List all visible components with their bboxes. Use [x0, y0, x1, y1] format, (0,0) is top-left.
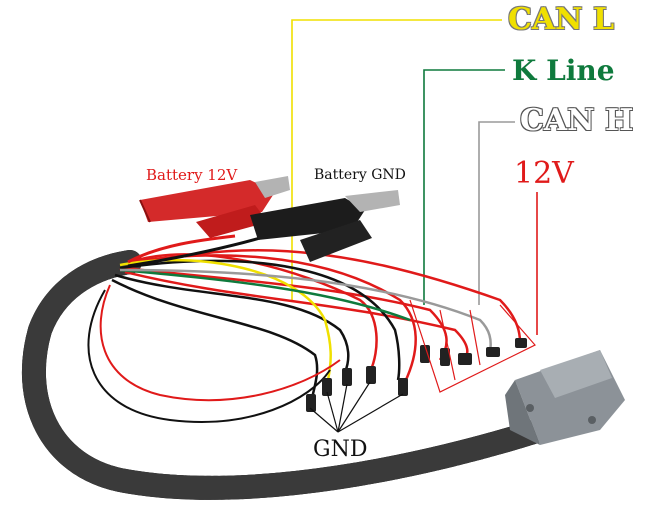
battery-12v-label: Battery 12V	[146, 166, 238, 184]
braided-cable	[21, 250, 552, 500]
gnd-pointer-lines	[309, 381, 404, 433]
pin-connectors	[306, 338, 527, 412]
db-connector	[505, 350, 625, 445]
k-line-label: K Line	[512, 54, 615, 87]
k-line-leader	[423, 69, 505, 305]
battery-gnd-label: Battery GND	[314, 167, 406, 183]
can-h-label: CAN H	[520, 103, 634, 138]
can-l-label: CAN L	[508, 2, 615, 37]
pin-bracket-lines	[409, 299, 536, 393]
can-l-leader	[291, 19, 502, 300]
leader-lines	[291, 19, 538, 335]
wire-bundle	[87, 230, 522, 423]
battery-gnd-clip	[250, 190, 400, 262]
12v-label: 12V	[514, 156, 574, 191]
gnd-label: GND	[313, 437, 368, 462]
battery-12v-clip	[139, 176, 290, 238]
can-h-leader	[478, 121, 515, 305]
